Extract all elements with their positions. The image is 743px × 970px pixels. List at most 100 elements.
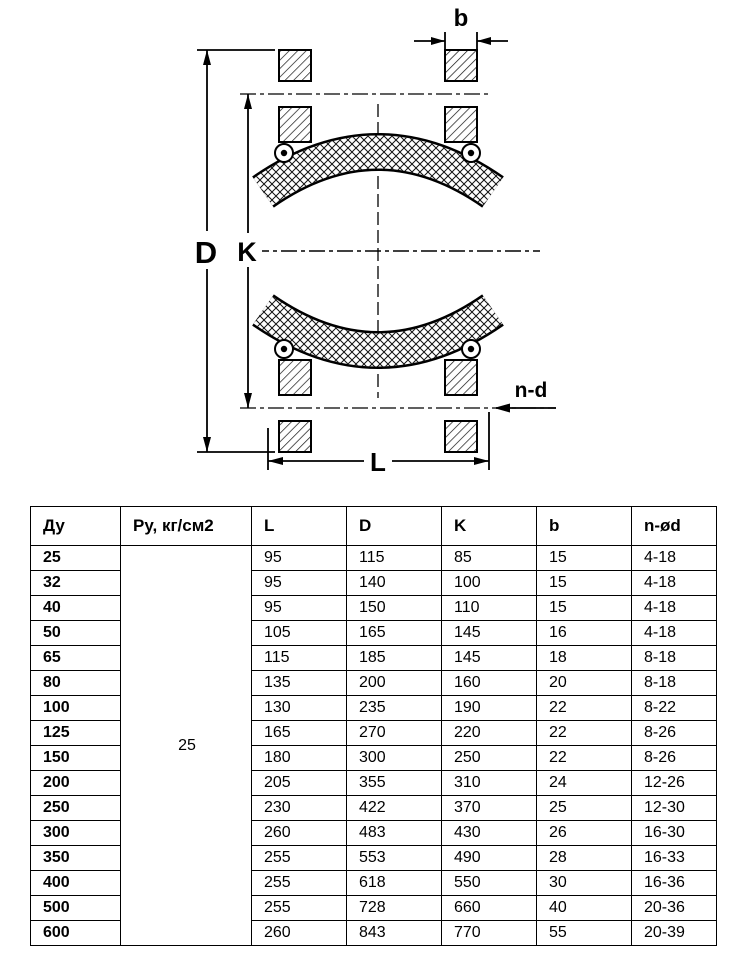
header-L: L [251,506,347,546]
cell-du: 350 [30,845,121,871]
cell-du: 25 [30,545,121,571]
cell-value: 16-36 [631,870,717,896]
cell-value: 24 [536,770,632,796]
cell-value: 22 [536,720,632,746]
cell-value: 430 [441,820,537,846]
flange-bottom-right-lower [444,420,478,453]
flange-bottom-left-upper [278,359,312,396]
cell-du: 125 [30,720,121,746]
cell-value: 145 [441,645,537,671]
cell-du: 65 [30,645,121,671]
cell-value: 8-18 [631,645,717,671]
dim-label-n-d: n-d [515,379,548,402]
arrowhead [474,457,489,465]
arrowhead [477,37,491,45]
header-D: D [346,506,442,546]
cell-value: 145 [441,620,537,646]
bead-dot [280,149,288,157]
rubber-bellows [252,133,504,369]
cell-value: 8-26 [631,720,717,746]
cell-value: 8-22 [631,695,717,721]
cell-value: 150 [346,595,442,621]
callout-n-d: n-d [494,379,556,413]
table-header-row: Ду Ру, кг/см2 L D K b n-ød [30,506,717,546]
dimension-b: b [414,5,508,50]
cell-value: 8-18 [631,670,717,696]
flange-top-right-upper [444,49,478,82]
cell-value: 20-39 [631,920,717,946]
cell-value: 15 [536,545,632,571]
cell-value: 105 [251,620,347,646]
cell-value: 250 [441,745,537,771]
cell-value: 355 [346,770,442,796]
cell-value: 16-33 [631,845,717,871]
bead-dot [467,149,475,157]
arrowhead [244,94,252,109]
cell-value: 130 [251,695,347,721]
cell-value: 255 [251,870,347,896]
flange-top-right-lower [444,106,478,143]
bead-dot [467,345,475,353]
cell-value: 12-30 [631,795,717,821]
flange-top-left-upper [278,49,312,82]
cell-du: 100 [30,695,121,721]
arrowhead [203,50,211,65]
cell-value: 235 [346,695,442,721]
cell-value: 12-26 [631,770,717,796]
dimension-L: L [267,412,490,477]
cell-value: 115 [346,545,442,571]
cell-du: 80 [30,670,121,696]
cell-value: 85 [441,545,537,571]
cell-value: 18 [536,645,632,671]
arrowhead [268,457,283,465]
dim-label-L: L [370,447,386,477]
cell-du: 500 [30,895,121,921]
dim-label-D: D [195,235,217,270]
arrowhead [494,403,510,413]
cell-value: 4-18 [631,595,717,621]
cell-value: 95 [251,595,347,621]
cell-value: 270 [346,720,442,746]
cell-value: 100 [441,570,537,596]
cell-value: 422 [346,795,442,821]
cell-value: 160 [441,670,537,696]
cell-value: 260 [251,920,347,946]
cell-value: 310 [441,770,537,796]
flange-top-left-lower [278,106,312,143]
expansion-joint-drawing: D K L [191,5,556,477]
drawing-svg: D K L [191,5,556,477]
arrowhead [244,393,252,408]
dimension-K: K [233,94,262,408]
cell-value: 115 [251,645,347,671]
arrowhead [431,37,445,45]
cell-value: 4-18 [631,570,717,596]
cell-value: 16-30 [631,820,717,846]
cell-du: 32 [30,570,121,596]
cell-value: 28 [536,845,632,871]
cell-du: 40 [30,595,121,621]
cell-value: 26 [536,820,632,846]
cell-value: 255 [251,895,347,921]
cell-value: 30 [536,870,632,896]
cell-value: 95 [251,570,347,596]
cell-value: 165 [251,720,347,746]
cell-value: 618 [346,870,442,896]
cell-value: 22 [536,695,632,721]
cell-value: 4-18 [631,545,717,571]
cell-value: 550 [441,870,537,896]
cell-value: 260 [251,820,347,846]
cell-value: 165 [346,620,442,646]
bead-dot [280,345,288,353]
dim-label-K: K [237,237,257,267]
dimension-D: D [191,49,275,453]
bead-rings [274,143,481,359]
cell-du: 600 [30,920,121,946]
cell-value: 20 [536,670,632,696]
